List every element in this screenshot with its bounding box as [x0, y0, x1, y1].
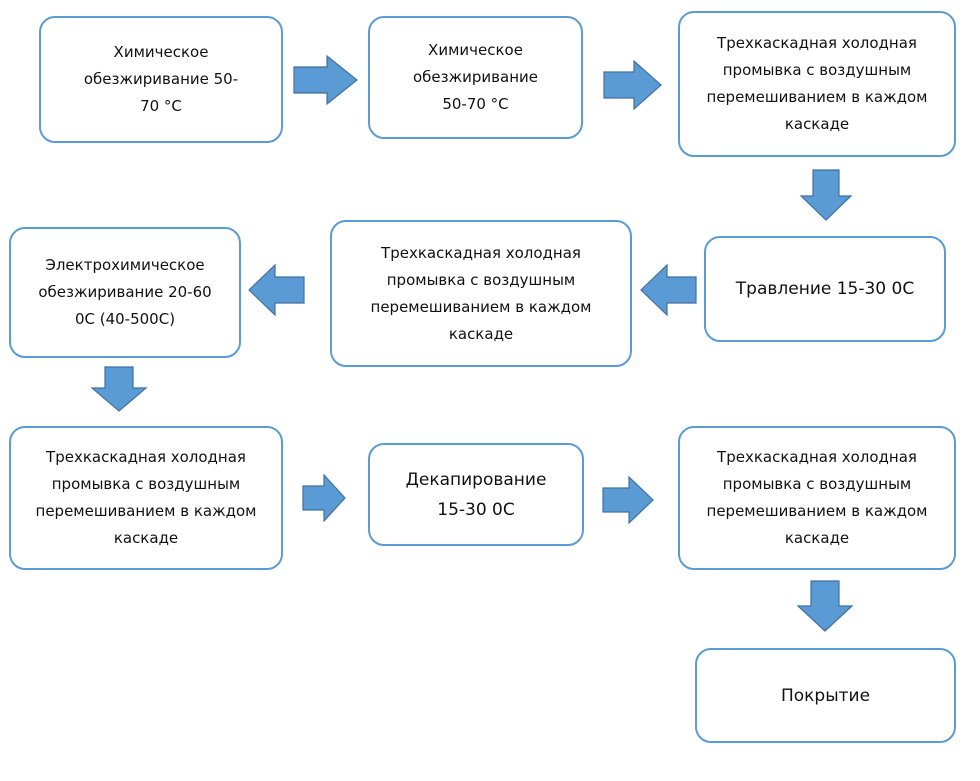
step-cold-rinse-3: Трехкаскадная холодная промывка с воздуш…	[9, 426, 283, 570]
arrow-left-icon	[248, 264, 305, 316]
step-label: Трехкаскадная холодная промывка с воздуш…	[35, 448, 257, 547]
arrow-right-icon	[603, 60, 662, 110]
arrow-down-icon	[90, 366, 148, 412]
step-cold-rinse-1: Трехкаскадная холодная промывка с воздуш…	[678, 11, 956, 157]
arrow-down-icon	[799, 169, 853, 221]
step-label: Покрытие	[780, 685, 871, 706]
step-label: Трехкаскадная холодная промывка с воздуш…	[706, 448, 928, 547]
step-cold-rinse-2: Трехкаскадная холодная промывка с воздуш…	[330, 220, 632, 367]
step-label: Химическое обезжиривание 50-70 °С	[413, 41, 538, 113]
step-label: Химическое обезжиривание 50-70 °С	[83, 43, 239, 115]
step-etching: Травление 15-30 0С	[704, 236, 946, 342]
arrow-down-icon	[796, 580, 854, 632]
step-coating: Покрытие	[695, 648, 956, 743]
step-label: Трехкаскадная холодная промывка с воздуш…	[706, 34, 928, 133]
step-label: Травление 15-30 0С	[735, 279, 915, 299]
step-decapping: Декапирование 15-30 0С	[368, 443, 584, 546]
step-label: Декапирование 15-30 0С	[405, 469, 547, 520]
arrow-right-icon	[602, 476, 654, 524]
arrow-right-icon	[293, 55, 358, 105]
step-label: Трехкаскадная холодная промывка с воздуш…	[370, 243, 592, 343]
arrow-right-icon	[302, 474, 346, 522]
step-chemical-degreasing-1: Химическое обезжиривание 50-70 °С	[39, 16, 283, 143]
step-electrochemical-degreasing: Электрохимическое обезжиривание 20-60 0С…	[9, 227, 241, 358]
step-chemical-degreasing-2: Химическое обезжиривание 50-70 °С	[368, 16, 583, 139]
step-cold-rinse-4: Трехкаскадная холодная промывка с воздуш…	[678, 426, 956, 570]
step-label: Электрохимическое обезжиривание 20-60 0С…	[38, 256, 212, 328]
arrow-left-icon	[640, 264, 697, 316]
